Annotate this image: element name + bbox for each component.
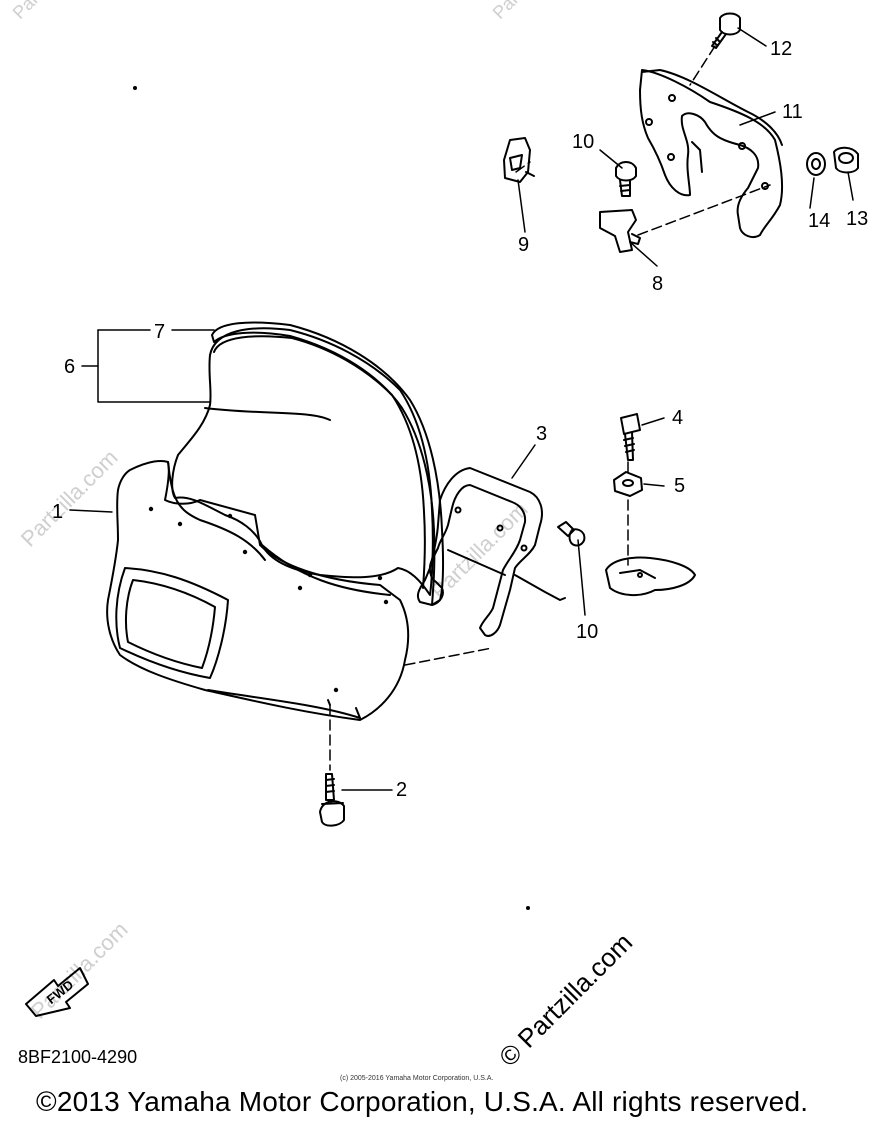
callout-5: 5 xyxy=(674,475,685,497)
watermarks: Partzilla.com Partzilla.com Partzilla.co… xyxy=(9,0,638,1072)
part-10-screw-lower xyxy=(557,521,586,547)
callout-3: 3 xyxy=(536,423,547,445)
part-14-washer xyxy=(806,152,826,176)
assembly-lines xyxy=(329,45,771,771)
tiny-copyright: (c) 2005-2016 Yamaha Motor Corporation, … xyxy=(340,1075,494,1082)
part-5-nut xyxy=(613,471,643,497)
watermark-bottom-center: © Partzilla.com xyxy=(493,927,638,1072)
part-7-trim xyxy=(211,321,445,606)
diagram-code: 8BF2100-4290 xyxy=(18,1047,138,1067)
watermark-top-center: Partzilla.com xyxy=(489,0,576,23)
mount-plate xyxy=(605,556,696,596)
part-13-nut xyxy=(833,146,859,174)
callout-1: 1 xyxy=(52,501,63,523)
watermark-top-left: Partzilla.com xyxy=(9,0,96,23)
callout-9: 9 xyxy=(518,234,529,256)
callout-10-lower: 10 xyxy=(576,621,598,643)
callout-6: 6 xyxy=(64,356,75,378)
part-10-screw-upper xyxy=(615,161,637,197)
part-2-bolt xyxy=(319,773,345,827)
part-3-bracket xyxy=(416,467,566,637)
watermark-left-mid: Partzilla.com xyxy=(16,445,123,552)
part-6-windshield xyxy=(171,327,434,596)
callout-10-upper: 10 xyxy=(572,131,594,153)
callout-13: 13 xyxy=(846,208,868,230)
part-4-bolt xyxy=(620,413,641,461)
callout-4: 4 xyxy=(672,407,683,429)
callout-12: 12 xyxy=(770,38,792,60)
watermark-left-bottom: Partzilla.com xyxy=(26,917,133,1024)
callout-14: 14 xyxy=(808,210,830,232)
leader-lines xyxy=(69,27,854,791)
callout-11: 11 xyxy=(782,101,803,123)
part-1-fairing xyxy=(106,460,410,721)
part-8-clip-nut xyxy=(599,209,641,253)
callout-numbers: 1 2 3 4 5 6 7 8 9 10 10 11 12 13 14 xyxy=(52,38,868,801)
part-9-clip xyxy=(503,137,535,183)
callout-2: 2 xyxy=(396,779,407,801)
callout-7: 7 xyxy=(154,321,165,343)
copyright-line: ©2013 Yamaha Motor Corporation, U.S.A. A… xyxy=(36,1086,809,1117)
part-11-stay xyxy=(639,69,784,238)
callout-8: 8 xyxy=(652,273,663,295)
part-12-bolt xyxy=(711,12,741,49)
